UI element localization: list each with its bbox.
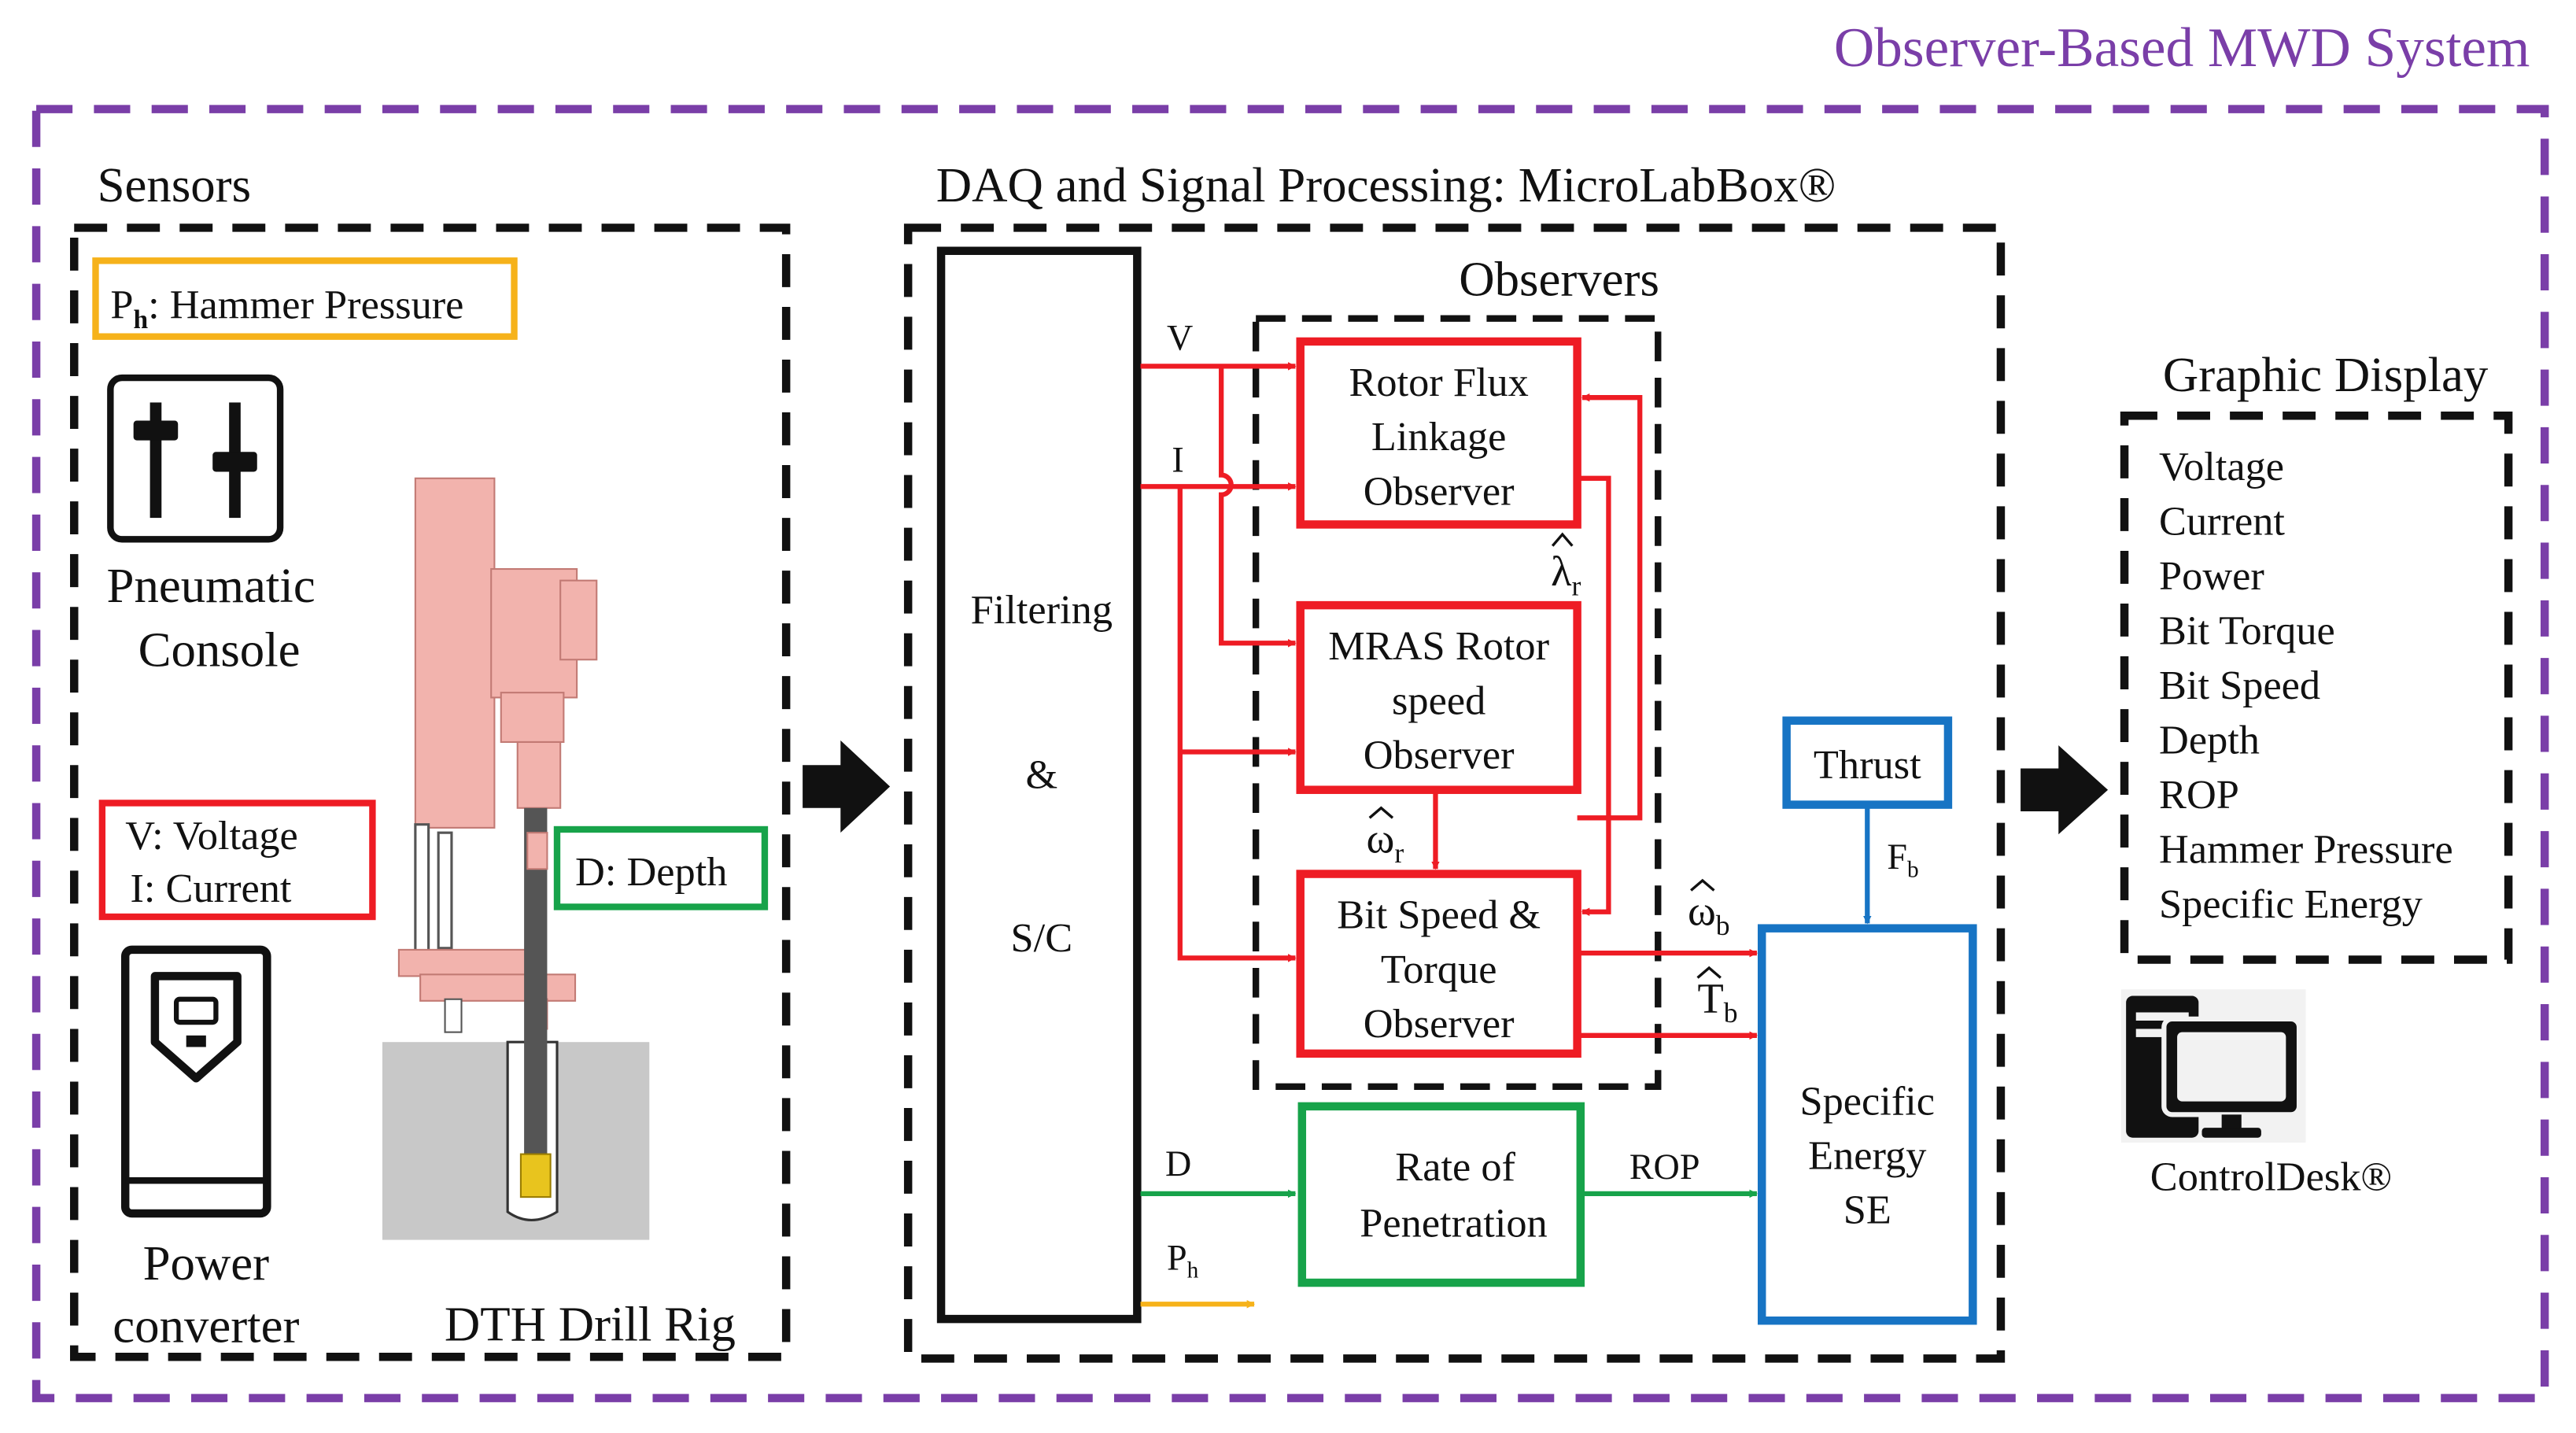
slider-console-icon bbox=[107, 374, 284, 543]
mras-label-3: Observer bbox=[1364, 732, 1515, 777]
hammer-pressure-box bbox=[92, 257, 518, 340]
svg-text:ωr: ωr bbox=[1366, 814, 1404, 869]
rotor-flux-label-2: Linkage bbox=[1371, 414, 1507, 460]
bit-speed-label-3: Observer bbox=[1364, 1001, 1515, 1047]
omega-r-label: ωr bbox=[1366, 806, 1404, 869]
filtering-label-3: S/C bbox=[1011, 915, 1073, 961]
depth-sensor-label: D: Depth bbox=[575, 849, 727, 895]
rop-block-label-2: Penetration bbox=[1360, 1200, 1547, 1246]
signal-rop-label: ROP bbox=[1629, 1147, 1700, 1187]
filtering-label-1: Filtering bbox=[971, 587, 1113, 633]
mras-label-2: speed bbox=[1392, 678, 1485, 723]
mras-observer-block bbox=[1296, 600, 1581, 794]
pneumatic-console-label-2: Console bbox=[138, 622, 301, 678]
signal-i-label: I bbox=[1172, 439, 1183, 479]
display-item: Bit Speed bbox=[2159, 663, 2320, 708]
signal-ph-label: Ph bbox=[1167, 1237, 1199, 1283]
signal-fb-label: Fb bbox=[1887, 837, 1918, 882]
rotor-flux-label-1: Rotor Flux bbox=[1349, 360, 1528, 405]
omega-b-label: ωb bbox=[1688, 878, 1730, 941]
power-converter-label-1: Power bbox=[143, 1235, 270, 1291]
specific-energy-label-3: SE bbox=[1843, 1187, 1891, 1233]
display-item: Depth bbox=[2159, 718, 2260, 763]
mras-label-1: MRAS Rotor bbox=[1328, 623, 1549, 669]
observers-boundary bbox=[1252, 315, 1662, 1090]
svg-text:λr: λr bbox=[1551, 547, 1581, 602]
display-item: ROP bbox=[2159, 772, 2239, 818]
rop-block bbox=[1297, 1102, 1585, 1287]
display-boundary bbox=[2120, 411, 2513, 964]
hammer-pressure-label: Ph: Hammer Pressure bbox=[110, 283, 463, 335]
system-boundary bbox=[31, 105, 2549, 1402]
observers-title: Observers bbox=[1459, 251, 1659, 306]
power-converter-label-2: converter bbox=[113, 1298, 299, 1353]
power-converter-icon bbox=[120, 945, 271, 1218]
sensors-to-daq-arrow bbox=[803, 740, 891, 833]
bit-speed-label-1: Bit Speed & bbox=[1337, 892, 1541, 938]
thrust-block bbox=[1782, 716, 1953, 809]
specific-energy-block bbox=[1757, 924, 1977, 1325]
bit-speed-label-2: Torque bbox=[1381, 947, 1497, 992]
lambda-r-label: λr bbox=[1551, 532, 1581, 602]
vi-signal-routing bbox=[1140, 362, 1758, 1040]
depth-sensor-box bbox=[553, 825, 769, 910]
voltage-sensor-label: V: Voltage bbox=[125, 813, 298, 859]
display-item: Current bbox=[2159, 498, 2285, 544]
drill-rig-icon bbox=[382, 477, 650, 1240]
t-b-label: Tb bbox=[1696, 966, 1738, 1029]
thrust-label: Thrust bbox=[1814, 742, 1921, 788]
rop-block-label-1: Rate of bbox=[1395, 1144, 1515, 1190]
sensors-title: Sensors bbox=[98, 157, 251, 212]
controldesk-label: ControlDesk® bbox=[2150, 1154, 2392, 1200]
system-title: Observer-Based MWD System bbox=[1834, 17, 2530, 79]
daq-title: DAQ and Signal Processing: MicroLabBox® bbox=[936, 157, 1836, 212]
pneumatic-console-label-1: Pneumatic bbox=[107, 558, 316, 613]
svg-text:ωb: ωb bbox=[1688, 886, 1730, 941]
current-sensor-label: I: Current bbox=[130, 866, 291, 911]
daq-to-display-arrow bbox=[2021, 745, 2109, 835]
rotor-flux-label-3: Observer bbox=[1364, 468, 1515, 514]
display-title: Graphic Display bbox=[2163, 347, 2489, 402]
bit-speed-torque-observer-block bbox=[1296, 870, 1581, 1058]
display-item: Voltage bbox=[2159, 444, 2284, 489]
specific-energy-label-2: Energy bbox=[1808, 1132, 1926, 1178]
svg-text:Tb: Tb bbox=[1698, 973, 1738, 1029]
signal-d-label: D bbox=[1165, 1143, 1191, 1184]
voltage-current-box bbox=[98, 800, 376, 921]
display-item: Hammer Pressure bbox=[2159, 827, 2453, 873]
signal-v-label: V bbox=[1167, 317, 1193, 357]
display-item: Power bbox=[2159, 553, 2264, 599]
sensors-boundary bbox=[70, 223, 791, 1361]
computer-icon bbox=[2120, 989, 2306, 1143]
drill-rig-label: DTH Drill Rig bbox=[445, 1296, 736, 1351]
specific-energy-label-1: Specific bbox=[1800, 1078, 1936, 1124]
display-item: Bit Torque bbox=[2159, 608, 2335, 654]
filtering-label-2: & bbox=[1025, 752, 1057, 798]
daq-boundary bbox=[903, 223, 2006, 1363]
display-item: Specific Energy bbox=[2159, 881, 2423, 927]
filtering-block bbox=[936, 246, 1142, 1324]
rotor-flux-observer-block bbox=[1296, 337, 1581, 529]
